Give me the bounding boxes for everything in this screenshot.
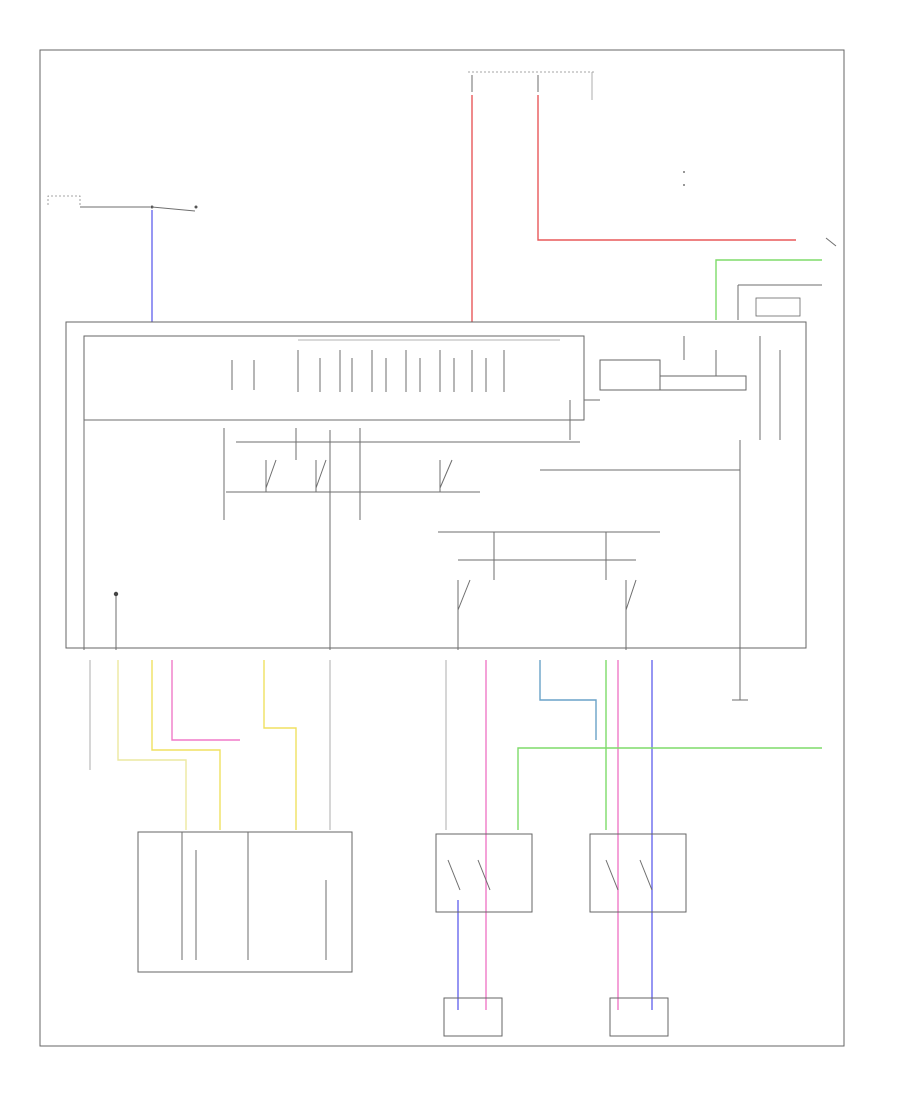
rf-actuator-switch [589, 833, 687, 913]
legend [683, 171, 685, 186]
logic-contacts [231, 339, 560, 392]
rr-actuator [609, 997, 669, 1037]
power-feed-wires [471, 95, 837, 322]
connector-row [113, 430, 748, 701]
top-fuse-block [468, 71, 595, 100]
main-module-box [65, 321, 807, 649]
diagram-border [39, 49, 845, 1047]
lf-actuator-switch [435, 833, 533, 913]
logic-block [83, 335, 585, 421]
lr-actuator [443, 997, 503, 1037]
driver-switch-block [137, 831, 353, 973]
ignition-switch [47, 195, 198, 212]
ground-feed-wires [715, 259, 822, 320]
relay-block [584, 336, 781, 440]
lock-switch-right [625, 579, 637, 650]
lock-switch-left [438, 531, 660, 650]
lower-wires [89, 660, 822, 1010]
door-lock-module [84, 400, 740, 520]
